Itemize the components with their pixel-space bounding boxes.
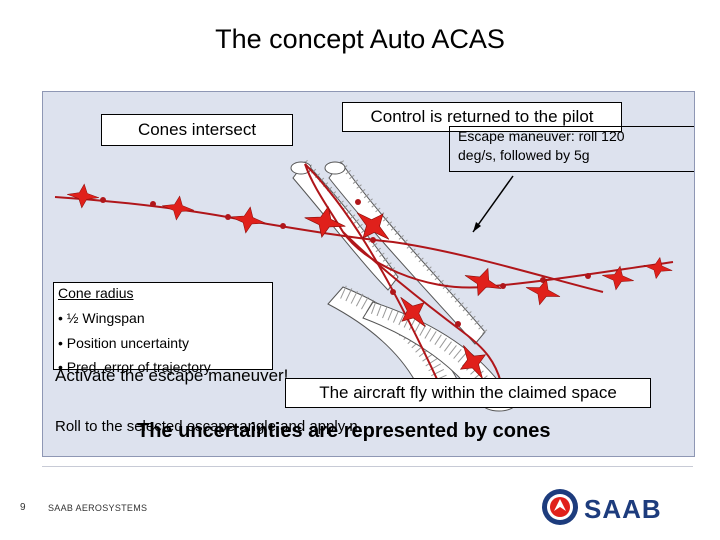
slide-title: The concept Auto ACAS <box>215 24 505 54</box>
control-returned-label: Control is returned to the pilot <box>342 102 622 132</box>
escape-maneuver-note: Escape maneuver: roll 120 deg/s, followe… <box>449 126 694 172</box>
fly-within-label: The aircraft fly within the claimed spac… <box>285 378 651 408</box>
aircraft-icon <box>464 267 502 297</box>
cone-radius-title: Cone radius <box>58 285 134 301</box>
aircraft-icon <box>304 205 346 239</box>
activate-escape-label: Activate the escape maneuver! <box>55 366 289 385</box>
page-number: 9 <box>20 502 26 513</box>
aircraft-icon <box>67 183 99 209</box>
cone-radius-item: • ½ Wingspan <box>58 310 145 326</box>
trajectory-escape <box>304 163 444 393</box>
saab-logo-text: SAAB <box>584 494 662 524</box>
aircraft-icon <box>400 297 426 327</box>
roll-label: Roll to the selected escape angle and ap… <box>55 418 358 435</box>
saab-griffin-badge-icon <box>542 489 578 525</box>
uncertainties-label: The uncertainties are represented by con… <box>137 420 551 442</box>
pointer-arrowhead <box>473 222 481 232</box>
escape-line-2: deg/s, followed by 5g <box>458 147 590 163</box>
aircraft-icon <box>602 265 634 291</box>
trajectory-escape <box>342 231 504 393</box>
pointer-line <box>472 175 514 233</box>
footer-divider <box>42 466 693 467</box>
escape-line-1: Escape maneuver: roll 120 <box>458 128 625 144</box>
cones-intersect-label: Cones intersect <box>101 114 293 146</box>
aircraft-icon <box>525 278 561 306</box>
cone-radius-item: • Position uncertainty <box>58 335 189 351</box>
aircraft-icon <box>162 195 194 221</box>
aircraft-icon <box>643 256 673 280</box>
company-name: SAAB AEROSYSTEMS <box>48 503 148 513</box>
diagram-panel: Cones intersect Control is returned to t… <box>42 91 695 457</box>
cone-radius-box: Cone radius • ½ Wingspan • Position unce… <box>53 282 273 375</box>
cone-end <box>324 161 346 175</box>
aircraft-icon <box>230 206 266 234</box>
aircraft-icon <box>356 212 390 240</box>
cone-radius-item: • Pred. error of trajectory <box>58 359 211 375</box>
